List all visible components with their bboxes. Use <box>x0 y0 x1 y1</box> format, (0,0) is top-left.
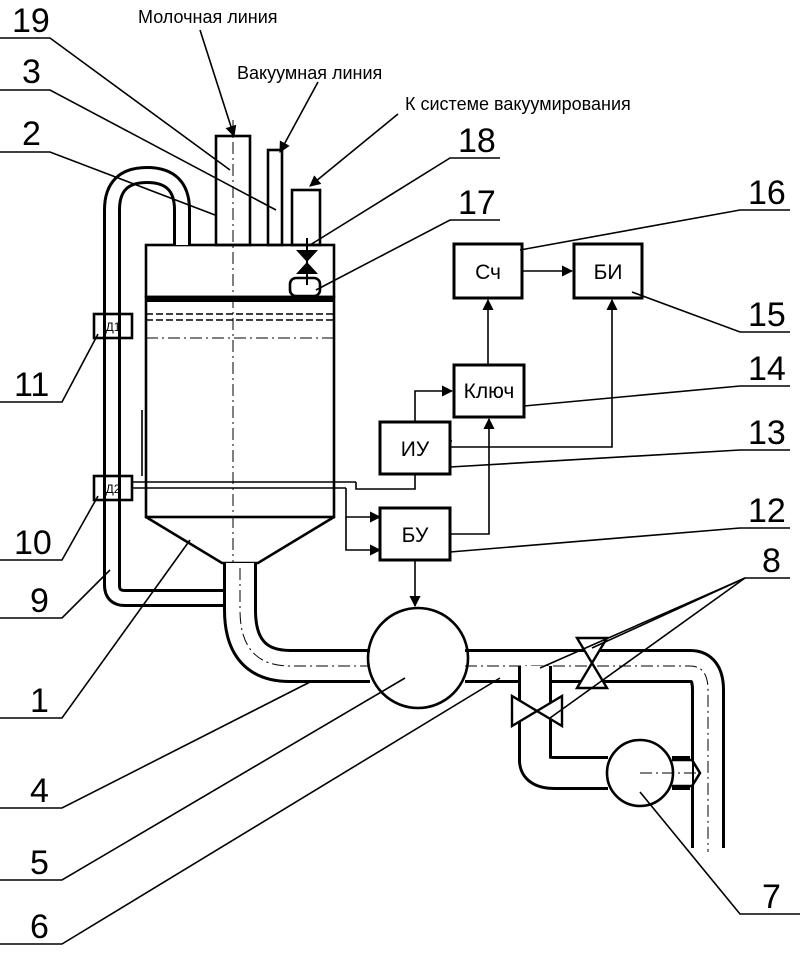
top-pipes <box>216 136 320 296</box>
ref-19: 19 <box>12 2 50 40</box>
ref-13: 13 <box>748 414 786 452</box>
ref-11: 11 <box>14 366 49 404</box>
block-key: Ключ <box>454 365 524 417</box>
ref-5: 5 <box>30 844 49 882</box>
ref-12: 12 <box>748 492 786 530</box>
ref-4: 4 <box>30 772 49 810</box>
lower-pipe <box>240 563 370 666</box>
ref-15: 15 <box>748 296 786 334</box>
block-indicator: БИ <box>574 244 642 298</box>
ref-8: 8 <box>762 542 781 580</box>
ref-14: 14 <box>748 350 786 388</box>
ref-7: 7 <box>762 878 781 916</box>
ref-17: 17 <box>458 184 496 222</box>
block-control: БУ <box>380 508 450 560</box>
ref-2: 2 <box>22 115 41 153</box>
pump-main <box>368 608 468 708</box>
vacuum-line-label: Вакуумная линия <box>237 63 382 83</box>
block-key-label: Ключ <box>464 380 515 403</box>
ref-3: 3 <box>22 53 41 91</box>
vessel <box>146 245 334 563</box>
sensor-d2-label: Д2 <box>106 482 121 496</box>
sensor-d1-label: Д1 <box>106 320 121 334</box>
milk-line-label: Молочная линия <box>138 7 278 27</box>
block-measuring: ИУ <box>380 422 450 474</box>
block-counter-label: Сч <box>475 261 501 284</box>
block-indicator-label: БИ <box>594 261 623 284</box>
ref-9: 9 <box>30 582 49 620</box>
block-counter: Сч <box>454 244 522 298</box>
ref-6: 6 <box>30 908 49 946</box>
pump-secondary <box>607 740 700 806</box>
ref-16: 16 <box>748 174 786 212</box>
bypass-tube <box>112 175 228 598</box>
outlet-pipe <box>465 666 708 852</box>
block-control-label: БУ <box>402 524 429 547</box>
vacuum-system-label: К системе вакуумирования <box>405 94 631 114</box>
ref-10: 10 <box>14 524 52 562</box>
ref-1: 1 <box>30 682 49 720</box>
block-measuring-label: ИУ <box>401 438 430 461</box>
ref-18: 18 <box>458 122 496 160</box>
